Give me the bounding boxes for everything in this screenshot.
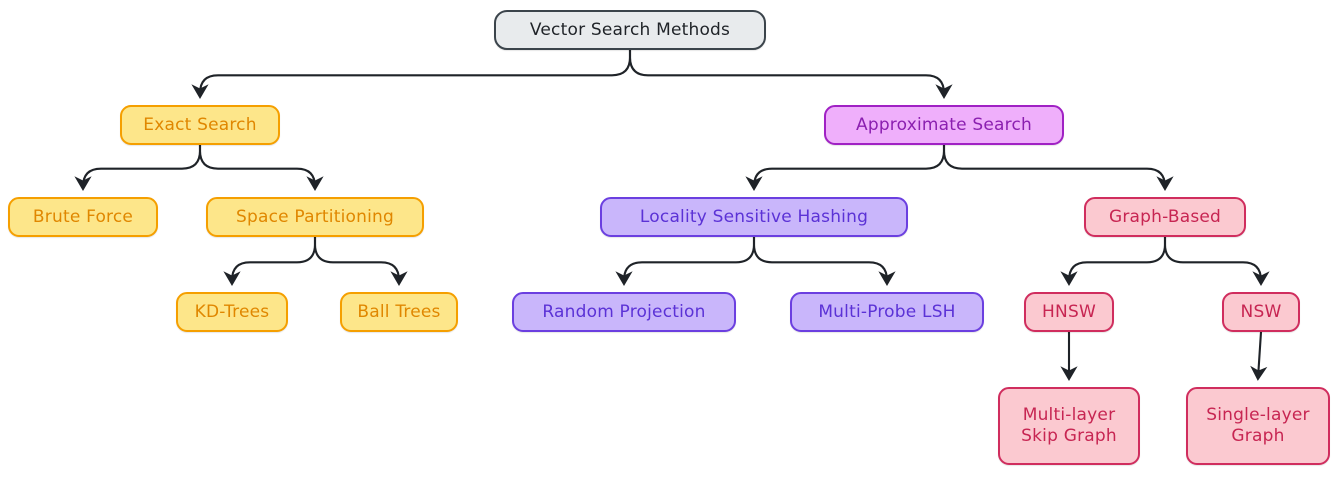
edge-nsw-to-singlelayer [1250,330,1268,381]
node-label: Exact Search [143,114,257,135]
edge-graph-to-hnsw [1060,235,1167,286]
edge-exact-to-spacepart [198,143,324,191]
node-spacepart[interactable]: Space Partitioning [206,197,424,237]
node-singlelayer[interactable]: Single-layer Graph [1186,387,1330,465]
edge-approx-to-lsh [745,143,946,191]
edge-lsh-to-multiprobe [752,235,896,286]
node-label: Random Projection [542,301,706,322]
node-label: Brute Force [32,206,134,227]
node-label: NSW [1240,301,1282,322]
edge-spacepart-to-kdtrees [223,235,317,286]
node-kdtrees[interactable]: KD-Trees [176,292,288,332]
node-label: Vector Search Methods [529,19,731,40]
edge-root-to-exact [191,48,632,99]
node-label: Ball Trees [357,301,441,322]
node-hnsw[interactable]: HNSW [1024,292,1114,332]
node-brute[interactable]: Brute Force [8,197,158,237]
edge-lsh-to-randproj [615,235,756,286]
node-multilayer[interactable]: Multi-layer Skip Graph [998,387,1140,465]
node-nsw[interactable]: NSW [1222,292,1300,332]
node-label: KD-Trees [194,301,270,322]
node-exact[interactable]: Exact Search [120,105,280,145]
edge-root-to-approx [628,48,953,99]
node-label: Multi-Probe LSH [818,301,956,322]
edge-exact-to-brute [74,143,202,191]
node-approx[interactable]: Approximate Search [824,105,1064,145]
node-label: Graph-Based [1108,206,1222,227]
edge-spacepart-to-balltrees [313,235,408,286]
node-balltrees[interactable]: Ball Trees [340,292,458,332]
node-root[interactable]: Vector Search Methods [494,10,766,50]
node-lsh[interactable]: Locality Sensitive Hashing [600,197,908,237]
node-label: Approximate Search [856,114,1032,135]
node-randproj[interactable]: Random Projection [512,292,736,332]
node-multiprobe[interactable]: Multi-Probe LSH [790,292,984,332]
node-label: Space Partitioning [236,206,394,227]
edge-approx-to-graph [942,143,1174,191]
edge-graph-to-nsw [1163,235,1270,286]
node-label: HNSW [1042,301,1096,322]
node-label: Multi-layer Skip Graph [1021,405,1117,446]
node-graph[interactable]: Graph-Based [1084,197,1246,237]
node-label: Single-layer Graph [1206,405,1310,446]
node-label: Locality Sensitive Hashing [639,206,869,227]
